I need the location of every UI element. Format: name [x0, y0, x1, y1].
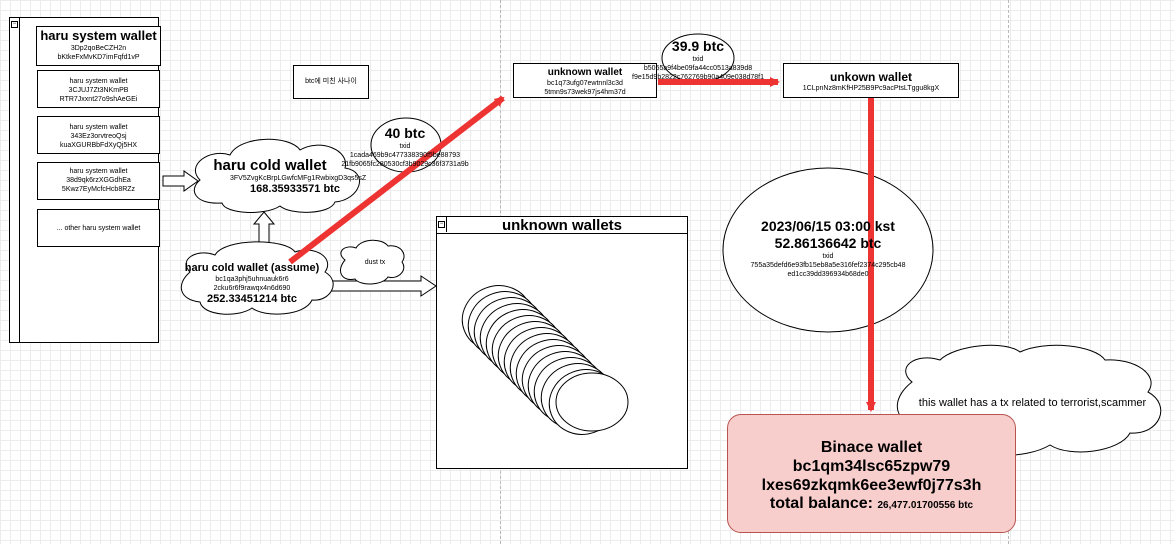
binance-balance-row: total balance: 26,477.01700556 btc — [728, 495, 1015, 513]
binance-wallet[interactable]: Binace wallet bc1qm34lsc65zpw79 lxes69zk… — [727, 414, 1016, 533]
cold-wallet-label[interactable]: haru cold wallet 3FV5ZvgKcBrpLGwfcMFg1Rw… — [190, 157, 367, 196]
system-wallet-addr2: RTR7Jxxnt27o9shAeGEi — [59, 96, 138, 103]
tx-39-txid-label: txid — [692, 56, 704, 63]
system-wallet-box[interactable]: haru system wallet 343Ez3orvtreoQsj kuaX… — [37, 116, 160, 154]
cold-wallet-assume-label[interactable]: haru cold wallet (assume) bc1qa3phj5uhnu… — [172, 262, 332, 306]
tx-2023-label[interactable]: 2023/06/15 03:00 kst 52.86136642 btc txi… — [728, 218, 928, 279]
binance-balance-label: total balance: — [769, 495, 874, 512]
tx-40-txid-label: txid — [399, 143, 411, 150]
system-wallet-addr2: 5Kwz7EyMcfcHcb8RZz — [61, 186, 136, 193]
tx-39-txid-line1: b5055a9f4be09fa44cc0513a839d8 — [643, 65, 753, 72]
system-wallet-addr1: 343Ez3orvtreoQsj — [70, 133, 127, 140]
tx-39-txid-line2: f9e15d9b2822c762769b90a409e038d78f1 — [632, 74, 764, 81]
system-wallet-addr1: 3CJUJ7Zt3NKmPB — [68, 87, 129, 94]
group-header: − unknown wallets — [437, 217, 687, 234]
tx-40-amount: 40 btc — [384, 125, 426, 141]
tx-2023-txid-line2: ed1cc39dd396934b68de0 — [787, 271, 869, 278]
main-system-wallet-title: haru system wallet — [40, 28, 157, 43]
note-box[interactable]: btc에 미친 사나이 — [293, 65, 369, 99]
main-system-wallet-addr1: 3Dp2qoBeCZH2n — [70, 45, 127, 52]
cold-wallet-assume-addr1: bc1qa3phj5uhnuauk6r6 — [215, 276, 289, 283]
hollow-arrow-right-icon — [319, 275, 437, 297]
dust-tx-cloud — [340, 239, 405, 285]
binance-wallet-title: Binace wallet — [820, 439, 923, 456]
cold-wallet-assume-balance: 252.33451214 btc — [207, 293, 297, 305]
unknown-wallet-1-addr2: 5tmn9s73wek97js4hm37d — [544, 89, 626, 96]
other-system-wallet-label: ... other haru system wallet — [56, 225, 141, 232]
tx-40-label[interactable]: 40 btc txid 1cada469b9c477338390f5be8879… — [330, 125, 480, 169]
hollow-arrow-right-icon — [162, 170, 199, 192]
binance-wallet-addr2: lxes69zkqmk6ee3ewf0j77s3h — [761, 477, 982, 494]
other-system-wallet-box[interactable]: ... other haru system wallet — [37, 209, 160, 247]
note-text: btc에 미친 사나이 — [305, 78, 357, 85]
red-arrow-40btc — [288, 95, 505, 265]
main-system-wallet[interactable]: haru system wallet 3Dp2qoBeCZH2n bKtkeFx… — [36, 26, 161, 66]
wallet-ellipse-stack — [461, 285, 629, 435]
main-system-wallet-addr2: bKtkeFxMvKD7imFqfd1vP — [57, 54, 140, 61]
unknown-wallet-2[interactable]: unkown wallet 1CLpnNz8mKfHP25B9Pc9acPtsL… — [783, 63, 959, 98]
cold-wallet-title: haru cold wallet — [213, 157, 327, 174]
minus-icon[interactable]: − — [438, 221, 445, 228]
unknown-wallet-1[interactable]: unknown wallet bc1q73ufg07ewtnnl3c3d 5tm… — [513, 63, 657, 98]
tx-2023-date: 2023/06/15 03:00 kst — [761, 218, 895, 234]
tx-2023-amount: 52.86136642 btc — [774, 235, 882, 251]
unknown-wallet-1-title: unknown wallet — [547, 67, 623, 78]
system-wallet-title: haru system wallet — [69, 168, 128, 175]
tx-2023-txid-label: txid — [822, 253, 834, 260]
dust-tx-label: dust tx — [364, 259, 386, 266]
system-wallet-box[interactable]: haru system wallet 38d9qk6rzXGGdhEa 5Kwz… — [37, 162, 160, 200]
tx-2023-txid-line1: 755a35defd6e93fb15eb8a5e316fef2374c295cb… — [750, 262, 906, 269]
system-wallet-addr2: kuaXGURBbFdXyQj5HX — [59, 142, 138, 149]
unknown-wallet-2-title: unkown wallet — [829, 70, 912, 84]
tx-40-txid-line1: 1cada469b9c477338390f5be88793 — [349, 152, 461, 159]
unknown-wallet-2-addr: 1CLpnNz8mKfHP25B9Pc9acPtsLTggu8kgX — [802, 85, 940, 92]
binance-wallet-addr1: bc1qm34lsc65zpw79 — [792, 458, 951, 475]
system-wallet-addr1: 38d9qk6rzXGGdhEa — [66, 177, 131, 184]
cold-wallet-balance: 168.35933571 btc — [250, 183, 340, 195]
cold-wallet-cloud — [194, 138, 360, 213]
system-wallet-title: haru system wallet — [69, 124, 128, 131]
group-title: unknown wallets — [501, 217, 622, 234]
cold-wallet-assume-title: haru cold wallet (assume) — [184, 262, 320, 274]
binance-balance-value: 26,477.01700556 btc — [877, 500, 974, 511]
terror-note-text: this wallet has a tx related to terroris… — [918, 397, 1147, 409]
tx-39-label[interactable]: 39.9 btc txid b5055a9f4be09fa44cc0513a83… — [623, 38, 773, 82]
system-wallet-box[interactable]: haru system wallet 3CJUJ7Zt3NKmPB RTR7Jx… — [37, 70, 160, 108]
cold-wallet-assume-addr2: 2cku6r6f9rawqx4n6d690 — [213, 285, 291, 292]
tx-40-txid-line2: 21fb9065fc280530cf3b9029c36f3731a9b — [341, 161, 469, 168]
page-boundary-line — [1008, 0, 1009, 544]
panel-collapse-handle[interactable]: − — [10, 18, 20, 342]
group-collapse-handle[interactable]: − — [437, 217, 447, 232]
minus-icon[interactable]: − — [11, 21, 18, 28]
tx-2023-ellipse — [722, 167, 934, 333]
system-wallet-title: haru system wallet — [69, 78, 128, 85]
cold-wallet-addr: 3FV5ZvgKcBrpLGwfcMFg1RwbixgD3qs5sZ — [230, 175, 367, 182]
unknown-wallet-1-addr1: bc1q73ufg07ewtnnl3c3d — [547, 80, 623, 87]
tx-39-amount: 39.9 btc — [671, 38, 725, 54]
